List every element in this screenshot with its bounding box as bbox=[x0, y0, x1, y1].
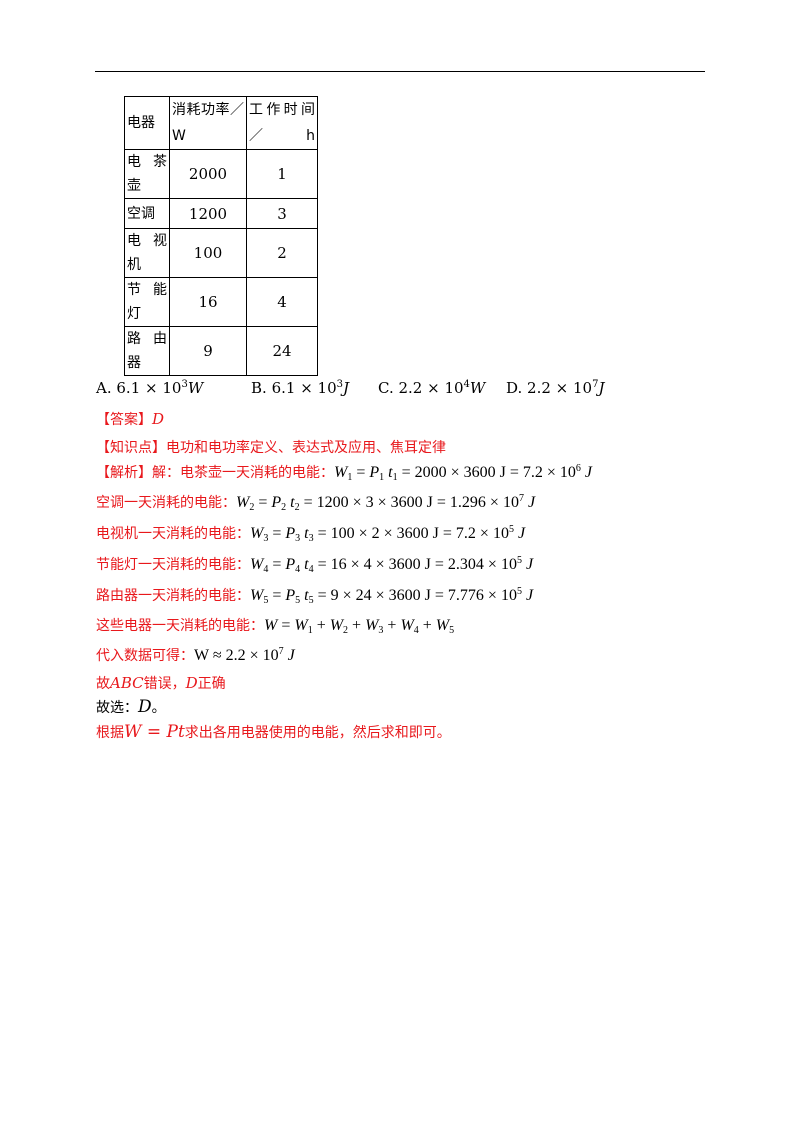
table-row: 路由器 9 24 bbox=[124, 326, 318, 376]
analysis-line-10: 根据W = Pt求出各用电器使用的电能，然后求和即可。 bbox=[96, 722, 451, 742]
answer-line: 【答案】D bbox=[96, 410, 165, 428]
cell-time: 3 bbox=[246, 198, 318, 229]
analysis-line-1: 【解析】解：电茶壶一天消耗的电能：W1 = P1 t1 = 2000 × 360… bbox=[96, 463, 593, 483]
table-row: 空调 1200 3 bbox=[124, 198, 318, 229]
table-row: 节能灯 16 4 bbox=[124, 277, 318, 327]
analysis-line-6: 这些电器一天消耗的电能：W = W1 + W2 + W3 + W4 + W5 bbox=[96, 617, 455, 636]
analysis-line-8: 故ABC错误，D正确 bbox=[96, 674, 226, 692]
cell-appliance: 路由器 bbox=[124, 326, 170, 376]
analysis-line-7: 代入数据可得：W ≈ 2.2 × 107 J bbox=[96, 646, 295, 664]
cell-appliance: 电视机 bbox=[124, 228, 170, 278]
cell-power: 1200 bbox=[169, 198, 247, 229]
answer-options: A. 6.1 × 103W B. 6.1 × 103J C. 2.2 × 104W D… bbox=[96, 379, 604, 397]
table-row: 电茶壶 2000 1 bbox=[124, 149, 318, 199]
header-appliance: 电器 bbox=[124, 96, 170, 150]
header-time: 工作时间／h bbox=[246, 96, 318, 150]
cell-power: 16 bbox=[169, 277, 247, 327]
analysis-line-5: 路由器一天消耗的电能：W5 = P5 t5 = 9 × 24 × 3600 J … bbox=[96, 586, 534, 606]
analysis-line-9: 故选：D。 bbox=[96, 697, 166, 717]
table-header-row: 电器 消耗功率／W 工作时间／h bbox=[124, 96, 318, 150]
cell-power: 2000 bbox=[169, 149, 247, 199]
cell-time: 2 bbox=[246, 228, 318, 278]
analysis-line-4: 节能灯一天消耗的电能：W4 = P4 t4 = 16 × 4 × 3600 J … bbox=[96, 555, 534, 575]
appliance-table: 电器 消耗功率／W 工作时间／h 电茶壶 2000 1 空调 1200 3 电视… bbox=[124, 96, 318, 376]
analysis-line-2: 空调一天消耗的电能：W2 = P2 t2 = 1200 × 3 × 3600 J… bbox=[96, 493, 536, 513]
option-d: D. 2.2 × 107J bbox=[506, 379, 605, 397]
cell-time: 24 bbox=[246, 326, 318, 376]
option-b: B. 6.1 × 103J bbox=[251, 379, 350, 397]
cell-appliance: 电茶壶 bbox=[124, 149, 170, 199]
cell-appliance: 空调 bbox=[124, 198, 170, 229]
knowledge-line: 【知识点】电功和电功率定义、表达式及应用、焦耳定律 bbox=[96, 440, 446, 456]
cell-power: 100 bbox=[169, 228, 247, 278]
header-power: 消耗功率／W bbox=[169, 96, 247, 150]
table-row: 电视机 100 2 bbox=[124, 228, 318, 278]
cell-time: 4 bbox=[246, 277, 318, 327]
cell-time: 1 bbox=[246, 149, 318, 199]
header-rule bbox=[95, 71, 705, 72]
option-c: C. 2.2 × 104W bbox=[378, 379, 486, 397]
cell-power: 9 bbox=[169, 326, 247, 376]
analysis-line-3: 电视机一天消耗的电能：W3 = P3 t3 = 100 × 2 × 3600 J… bbox=[96, 524, 526, 544]
cell-appliance: 节能灯 bbox=[124, 277, 170, 327]
option-a: A. 6.1 × 103W bbox=[96, 379, 204, 397]
